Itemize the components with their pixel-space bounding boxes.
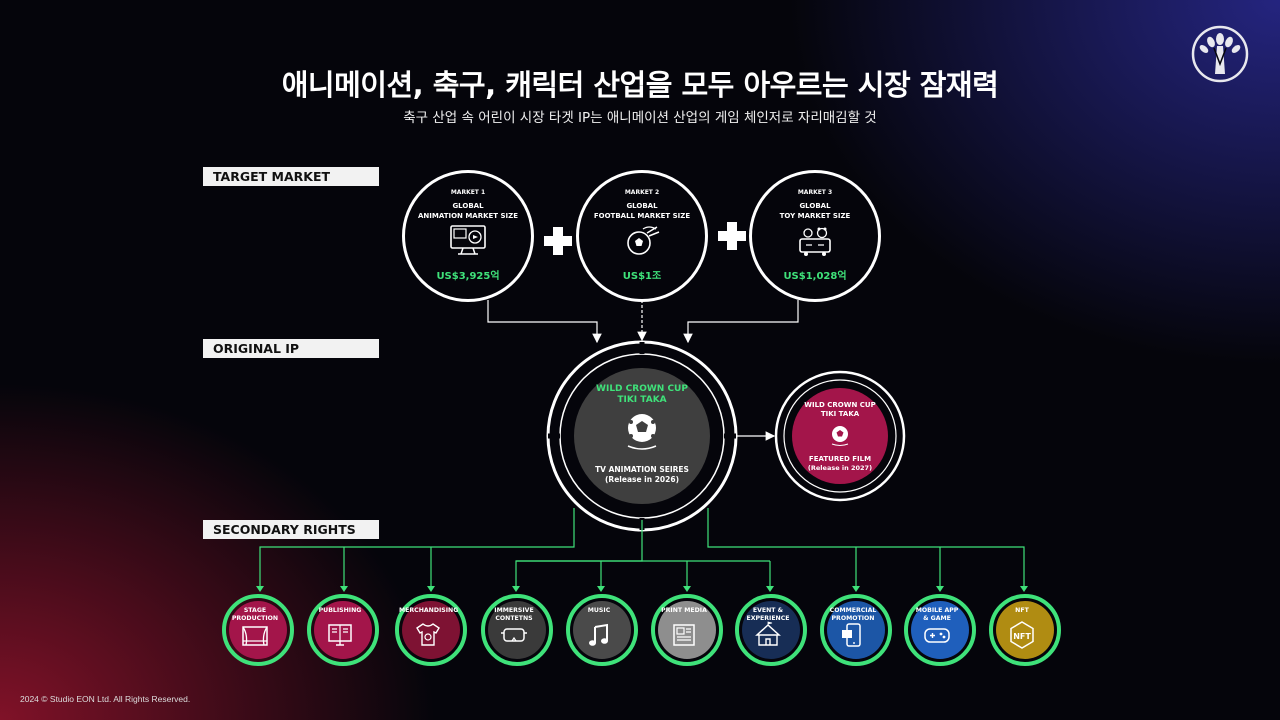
right-merchandising: MERCHANDISING [395,594,467,666]
copyright-footer: 2024 © Studio EON Ltd. All Rights Reserv… [20,694,191,704]
newspaper-icon [673,624,695,646]
ip-main-info: TV ANIMATION SEIRES (Release in 2026) [574,465,710,485]
music-note-icon [589,623,608,646]
studio-logo-icon [1191,25,1249,83]
soccer-ball-icon [627,226,660,255]
right-music: MUSIC [566,594,638,666]
plus-icon [544,227,572,255]
svg-text:NFT: NFT [1013,632,1031,641]
plus-icon [718,222,746,250]
book-icon [328,624,352,646]
toy-box-icon [799,227,831,256]
ip-film-release: (Release in 2027) [807,464,873,472]
page-title: 애니메이션, 축구, 캐릭터 산업을 모두 아우르는 시장 잠재력 [281,68,999,102]
section-target-market: TARGET MARKET [203,167,379,186]
market-1-number: MARKET 1 [450,189,486,196]
market-2-value: US$1조 [622,271,662,282]
crown-ball-emblem-small-icon [831,426,849,446]
right-nft: NFT NFT [989,594,1061,666]
page-subtitle: 축구 산업 속 어린이 시장 타겟 IP는 애니메이션 산업의 게임 체인저로 … [403,110,877,126]
market-3-number: MARKET 3 [797,189,833,196]
nft-icon: NFT [1010,621,1034,649]
ip-film-type: FEATURED FILM [808,455,872,463]
right-publishing: PUBLISHING [307,594,379,666]
crown-ball-emblem-icon [627,414,657,450]
ip-main-release: (Release in 2026) [605,475,679,484]
vr-headset-icon [501,628,527,642]
phone-promo-icon [842,623,861,647]
monitor-icon [450,225,486,255]
right-mobile-app-game: MOBILE APP& GAME [904,594,976,666]
market-3-value: US$1,028억 [783,271,847,282]
market-1-value: US$3,925억 [436,271,500,282]
section-original-ip: ORIGINAL IP [203,339,379,358]
gamepad-icon [924,628,950,643]
section-secondary-rights: SECONDARY RIGHTS [203,520,379,539]
market-2-number: MARKET 2 [624,189,660,196]
right-print-media: PRINT MEDIA [651,594,723,666]
right-event-experience: EVENT &EXPERIENCE [735,594,807,666]
ip-main-type: TV ANIMATION SEIRES [595,465,689,474]
tshirt-icon [416,623,440,646]
tent-icon [755,621,781,646]
ip-film-info: FEATURED FILM (Release in 2027) [795,455,885,472]
stage-icon [242,626,268,646]
